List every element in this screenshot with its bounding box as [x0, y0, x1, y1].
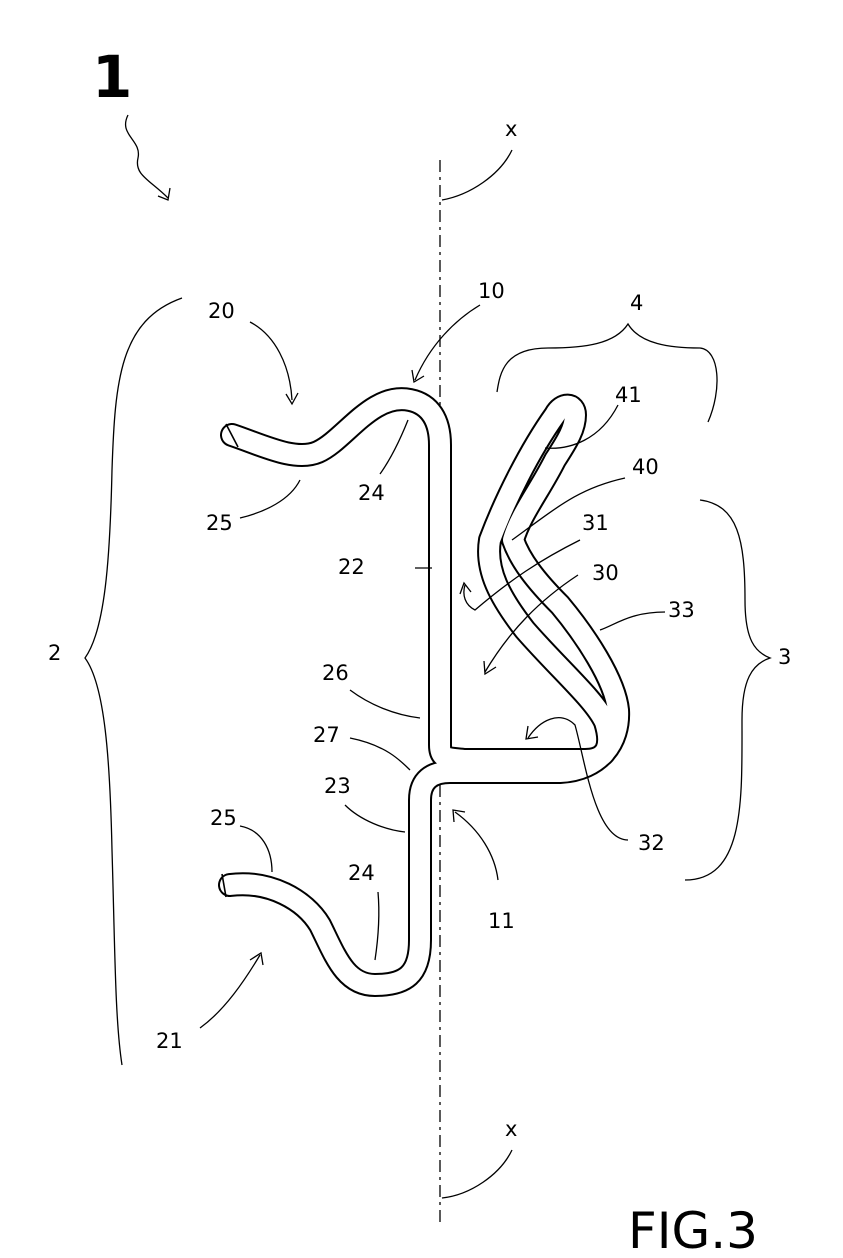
label-30: 30 [592, 561, 619, 585]
leader-10 [415, 305, 480, 380]
label-26: 26 [322, 661, 349, 685]
label-27: 27 [313, 723, 340, 747]
label-10: 10 [478, 279, 505, 303]
leader-24a [380, 420, 408, 474]
label-33: 33 [668, 598, 695, 622]
label-21: 21 [156, 1029, 183, 1053]
leader-27 [350, 738, 410, 770]
wire-clip [222, 399, 618, 985]
brace-3 [685, 500, 770, 880]
leader-11 [455, 812, 498, 880]
label-22: 22 [338, 555, 365, 579]
figure-caption: FIG.3 [628, 1202, 758, 1258]
leader-20 [250, 322, 292, 400]
label-23: 23 [324, 774, 351, 798]
axis-label-top: x [505, 117, 517, 141]
label-20: 20 [208, 299, 235, 323]
brace-2 [85, 298, 182, 1065]
leader-25b [240, 826, 272, 872]
leader-21 [200, 955, 260, 1028]
ref-main-leader [126, 115, 168, 198]
label-2: 2 [48, 641, 61, 665]
label-25b: 25 [210, 806, 237, 830]
leader-25a [240, 480, 300, 518]
ref-main-label: 1 [92, 43, 132, 111]
arrow-31 [460, 583, 471, 594]
axis-label-bottom: x [505, 1117, 517, 1141]
axis-leader-top [442, 150, 512, 200]
leader-24b [375, 892, 379, 960]
label-11: 11 [488, 909, 515, 933]
label-40: 40 [632, 455, 659, 479]
label-3: 3 [778, 645, 791, 669]
label-31: 31 [582, 511, 609, 535]
axis-leader-bottom [442, 1150, 512, 1198]
arrow-11 [453, 810, 465, 822]
label-24b: 24 [348, 861, 375, 885]
leader-26 [350, 690, 420, 718]
label-32: 32 [638, 831, 665, 855]
label-41: 41 [615, 383, 642, 407]
label-24a: 24 [358, 481, 385, 505]
label-25a: 25 [206, 511, 233, 535]
leader-33 [600, 612, 665, 630]
arrow-10 [412, 370, 424, 382]
label-4: 4 [630, 291, 643, 315]
brace-4 [497, 324, 717, 422]
leader-23 [345, 805, 405, 832]
arrow-21 [250, 953, 263, 965]
